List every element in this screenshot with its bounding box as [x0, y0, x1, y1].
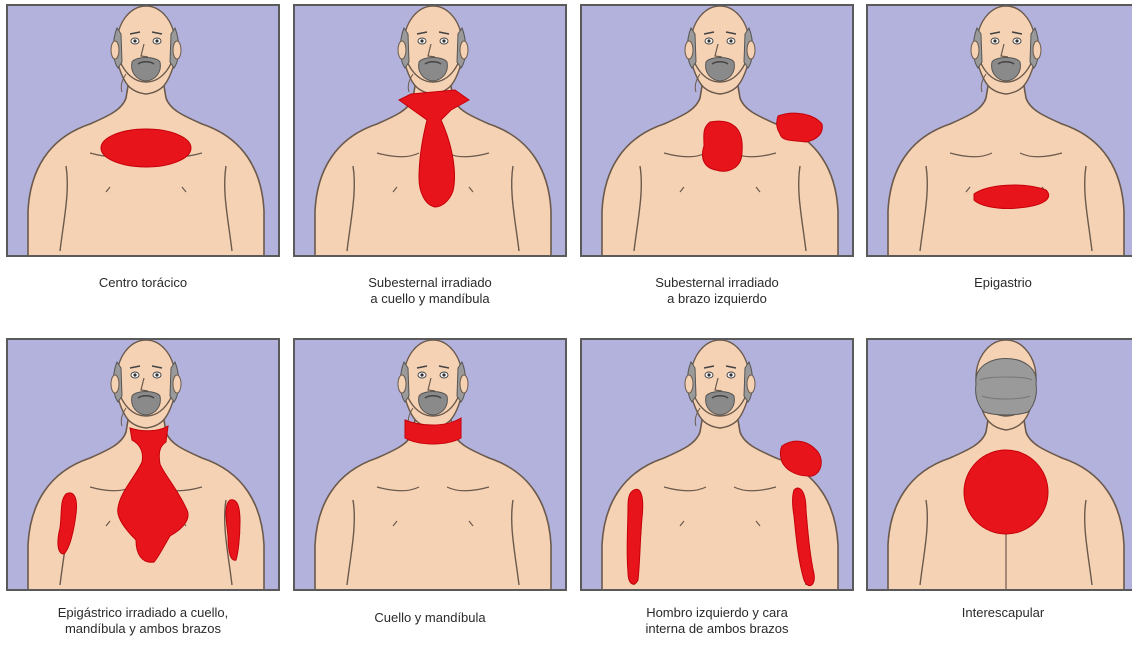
head-back: [976, 340, 1037, 430]
pain-diagram-substernal-left-arm: [582, 6, 852, 255]
torso-figure: [888, 86, 1124, 255]
head: [685, 340, 755, 428]
caption-hombro-izquierdo: Hombro izquierdo y cara interna de ambos…: [572, 605, 862, 637]
pain-diagram-interscapular: [868, 340, 1132, 589]
head: [111, 340, 181, 428]
pain-diagram-left-shoulder-inner-arms: [582, 340, 852, 589]
caption-centro-toracico: Centro torácico: [0, 275, 288, 291]
panel-hombro-izquierdo: [580, 338, 854, 591]
pain-diagram-substernal-neck-jaw: [295, 6, 565, 255]
panel-interescapular: [866, 338, 1132, 591]
pain-diagram-neck-jaw: [295, 340, 565, 589]
head: [971, 6, 1041, 94]
caption-epigastrio: Epigastrio: [858, 275, 1132, 291]
panel-centro-toracico: [6, 4, 280, 257]
torso-figure: [315, 420, 551, 589]
caption-subesternal-cuello-mandibula: Subesternal irradiado a cuello y mandíbu…: [285, 275, 575, 307]
pain-diagram-epigastric: [868, 6, 1132, 255]
caption-cuello-mandibula: Cuello y mandíbula: [285, 610, 575, 626]
pain-diagram-center-chest: [8, 6, 278, 255]
panel-cuello-mandibula: [293, 338, 567, 591]
panel-subesternal-cuello-mandibula: [293, 4, 567, 257]
panel-subesternal-brazo-izquierdo: [580, 4, 854, 257]
pain-area-epigastric: [974, 185, 1049, 208]
caption-epigastrico-irradiado: Epigástrico irradiado a cuello, mandíbul…: [0, 605, 288, 637]
pain-diagram-epigastric-neck-jaw-arms: [8, 340, 278, 589]
caption-subesternal-brazo-izquierdo: Subesternal irradiado a brazo izquierdo: [572, 275, 862, 307]
head: [398, 340, 468, 428]
pain-area-interscapular: [964, 450, 1048, 534]
caption-interescapular: Interescapular: [858, 605, 1132, 621]
head: [111, 6, 181, 94]
panel-epigastrico-irradiado: [6, 338, 280, 591]
panel-epigastrio: [866, 4, 1132, 257]
head: [685, 6, 755, 94]
head: [398, 6, 468, 94]
torso-figure: [28, 86, 264, 255]
pain-area-center-chest: [101, 129, 191, 167]
